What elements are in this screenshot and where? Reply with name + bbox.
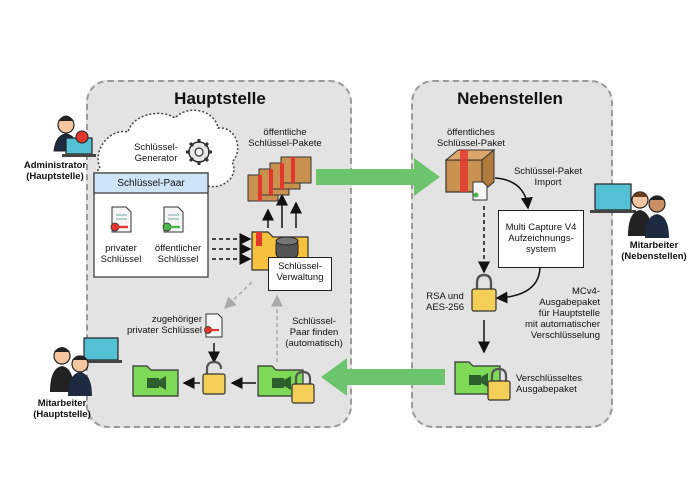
employees-branch-icon	[590, 183, 669, 238]
decrypted-video-folder-icon	[132, 365, 179, 397]
rsa-lock-icon	[471, 273, 497, 312]
matching-private-key-icon	[204, 313, 223, 338]
administrator-icon	[53, 115, 96, 157]
key-package-import-label: Schlüssel-Paket Import	[513, 166, 583, 188]
public-key-package-icon	[444, 148, 496, 201]
hauptstelle-title: Hauptstelle	[174, 89, 266, 108]
transfer-arrow-right	[316, 158, 440, 196]
gear-icon	[186, 139, 212, 165]
private-key-icon	[110, 206, 132, 233]
key-generator-label: Schlüssel- Generator	[134, 142, 178, 164]
encrypted-folder-main-icon	[257, 365, 315, 404]
public-key-packages-icon	[247, 156, 312, 202]
admin-label: Administrator (Hauptstelle)	[23, 160, 87, 182]
lock-open-icon	[202, 360, 226, 395]
public-key-label: öffentlicher Schlüssel	[154, 243, 202, 265]
employees-main-icon	[50, 337, 122, 396]
rsa-label: RSA und AES-256	[425, 291, 465, 313]
key-pair-label: Schlüssel-Paar	[117, 178, 185, 189]
key-management-label: Schlüssel- Verwaltung	[276, 261, 324, 283]
public-key-package-label: öffentliches Schlüssel-Paket	[436, 127, 506, 149]
transfer-arrow-left	[321, 358, 445, 396]
find-key-pair-label: Schlüssel- Paar finden (automatisch)	[285, 316, 343, 349]
employee-branch-label: Mitarbeiter (Nebenstellen)	[621, 240, 687, 262]
private-key-label: privater Schlüssel	[100, 243, 142, 265]
encrypted-package-label: Verschlüsseltes Ausgabepaket	[516, 373, 583, 395]
encrypted-output-folder-icon	[454, 361, 511, 401]
multi-capture-label: Multi Capture V4 Aufzeichnungs- system	[505, 222, 577, 255]
public-key-icon	[162, 206, 184, 233]
matching-private-key-label: zugehöriger privater Schlüssel	[127, 314, 202, 336]
key-management-box	[268, 257, 332, 291]
multi-capture-box	[498, 210, 584, 268]
nebenstellen-title: Nebenstellen	[457, 89, 563, 108]
output-package-label: MCv4- Ausgabepaket für Hauptstelle mit a…	[525, 286, 600, 341]
public-key-packages-label: öffentliche Schlüssel-Pakete	[248, 127, 322, 149]
employee-main-label: Mitarbeiter (Hauptstelle)	[33, 398, 91, 420]
